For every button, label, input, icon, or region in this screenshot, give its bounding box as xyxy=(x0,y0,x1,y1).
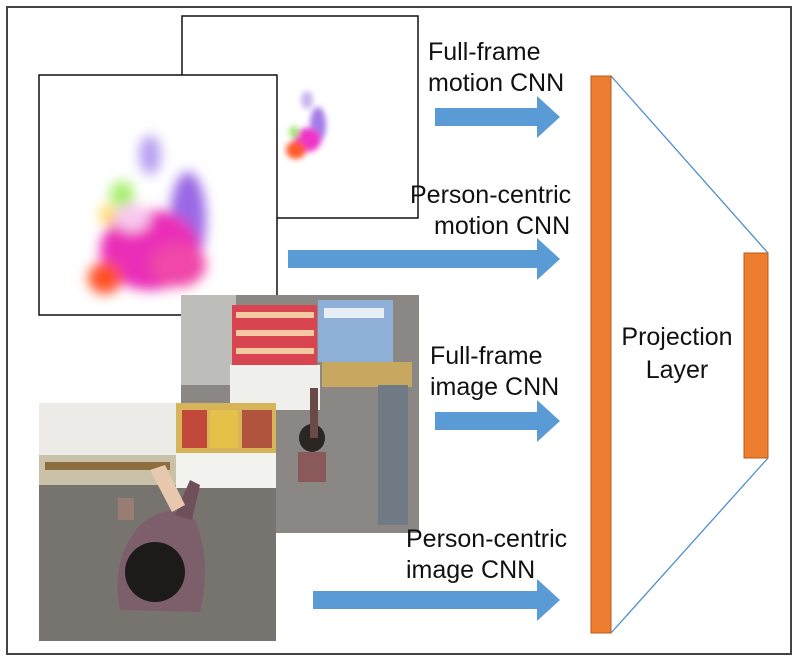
label-person-centric-image-line1: Person-centric xyxy=(406,525,568,553)
label-person-centric-image: Person-centric image CNN xyxy=(406,524,567,586)
arrow-person-centric-image xyxy=(313,579,560,621)
person-centric-store-image xyxy=(39,403,276,641)
label-full-frame-motion: Full-frame motion CNN xyxy=(428,37,564,99)
label-person-centric-image-line2: image CNN xyxy=(406,556,536,584)
arrow-full-frame-image xyxy=(435,400,560,442)
label-full-frame-motion-line2: motion CNN xyxy=(428,69,565,97)
label-projection-layer-line1: Projection xyxy=(621,323,733,351)
connector-bottom-line xyxy=(610,457,769,634)
projection-output-bar xyxy=(743,252,769,459)
label-projection-layer: Projection Layer xyxy=(607,321,747,387)
label-projection-layer-line2: Layer xyxy=(645,356,709,384)
arrow-person-centric-motion xyxy=(288,238,560,280)
label-full-frame-motion-line1: Full-frame xyxy=(428,38,541,66)
label-person-centric-motion-line2: motion CNN xyxy=(434,212,571,240)
connector-top-line xyxy=(610,75,769,254)
label-full-frame-image-line1: Full-frame xyxy=(430,342,543,370)
arrow-full-frame-motion xyxy=(435,96,560,138)
figure-border xyxy=(6,6,792,655)
feature-concat-bar xyxy=(590,75,612,634)
label-person-centric-motion: Person-centric motion CNN xyxy=(410,180,571,242)
label-full-frame-image-line2: image CNN xyxy=(430,373,560,401)
person-centric-flow-image xyxy=(38,74,278,316)
label-full-frame-image: Full-frame image CNN xyxy=(430,341,559,403)
label-person-centric-motion-line1: Person-centric xyxy=(410,181,572,209)
